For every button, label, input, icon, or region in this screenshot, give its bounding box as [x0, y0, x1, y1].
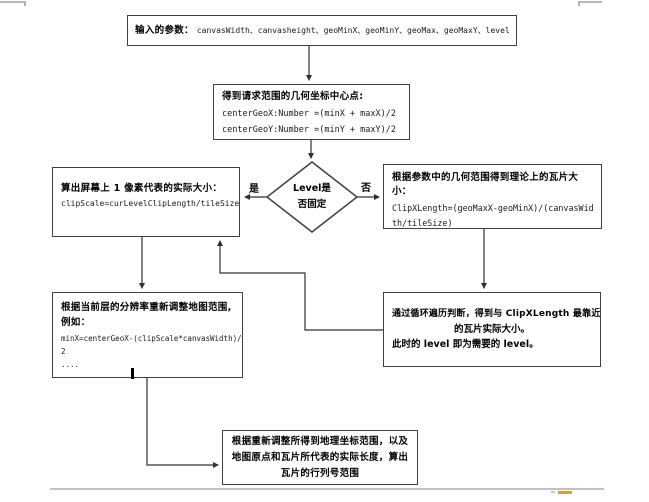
geo-center-code: centerGeoX:Number =(minX + maxX)/2 cente…	[222, 109, 396, 135]
arrow-loop-to-left	[217, 240, 383, 331]
row-col-range-text: 根据重新调整所得到地理坐标范围，以及 地图原点和瓦片所代表的实际长度，算出 瓦片…	[231, 435, 409, 479]
loop-judge-line1: 通过循环遍历判断，得到与 ClipXLength 最靠近	[392, 309, 601, 319]
node-loop-judge: 通过循环遍历判断，得到与 ClipXLength 最靠近 的瓦片实际大小。 此时…	[383, 292, 601, 367]
branch-label-no: 否	[361, 183, 371, 194]
input-params-code: canvasWidth、canvasheight、geoMinX、geoMinY…	[196, 26, 510, 35]
node-adjust-extent: 根据当前层的分辨率重新调整地图范围, 例如： minX=centerGeoX-(…	[52, 292, 243, 378]
screen-pixel-title: 算出屏幕上 1 像素代表的实际大小：	[61, 183, 223, 194]
status-bar-line	[50, 488, 604, 490]
text-cursor-artifact	[131, 368, 134, 379]
node-theory-tile: 根据参数中的几何范围得到理论上的瓦片大小： ClipXLength=(geoMa…	[383, 164, 602, 229]
loop-judge-line2: 的瓦片实际大小。	[453, 324, 530, 335]
theory-tile-code: ClipXLength=(geoMaxX-geoMinX)/(canvasWid…	[392, 203, 594, 228]
node-geo-center: 得到请求范围的几何坐标中心点: centerGeoX:Number =(minX…	[213, 84, 410, 140]
corner-mark-top-left	[0, 1, 26, 6]
adjust-extent-code: minX=centerGeoX-(clipScale*canvasWidth)/…	[61, 334, 242, 369]
theory-tile-title: 根据参数中的几何范围得到理论上的瓦片大小：	[392, 172, 579, 197]
loop-judge-line3: 此时的 level 即为需要的 level。	[392, 339, 539, 350]
arrow-adjust-to-rowcol	[146, 378, 219, 468]
status-bar-accent	[558, 491, 572, 494]
node-input-params: 输入的参数： canvasWidth、canvasheight、geoMinX、…	[127, 15, 517, 46]
status-bar-dot	[551, 491, 555, 493]
decision-diamond	[265, 161, 359, 233]
corner-mark-top-right	[578, 1, 602, 6]
node-row-col-range: 根据重新调整所得到地理坐标范围，以及 地图原点和瓦片所代表的实际长度，算出 瓦片…	[222, 430, 418, 485]
node-screen-pixel: 算出屏幕上 1 像素代表的实际大小： clipScale=curLevelCli…	[52, 167, 240, 237]
geo-center-title: 得到请求范围的几何坐标中心点:	[222, 91, 364, 102]
branch-label-yes: 是	[249, 184, 259, 195]
adjust-extent-title: 根据当前层的分辨率重新调整地图范围, 例如：	[61, 302, 232, 328]
input-params-label: 输入的参数：	[135, 24, 194, 36]
screen-pixel-code: clipScale=curLevelClipLength/tileSize	[61, 199, 240, 208]
decision-label: Level是 否固定	[293, 183, 331, 210]
